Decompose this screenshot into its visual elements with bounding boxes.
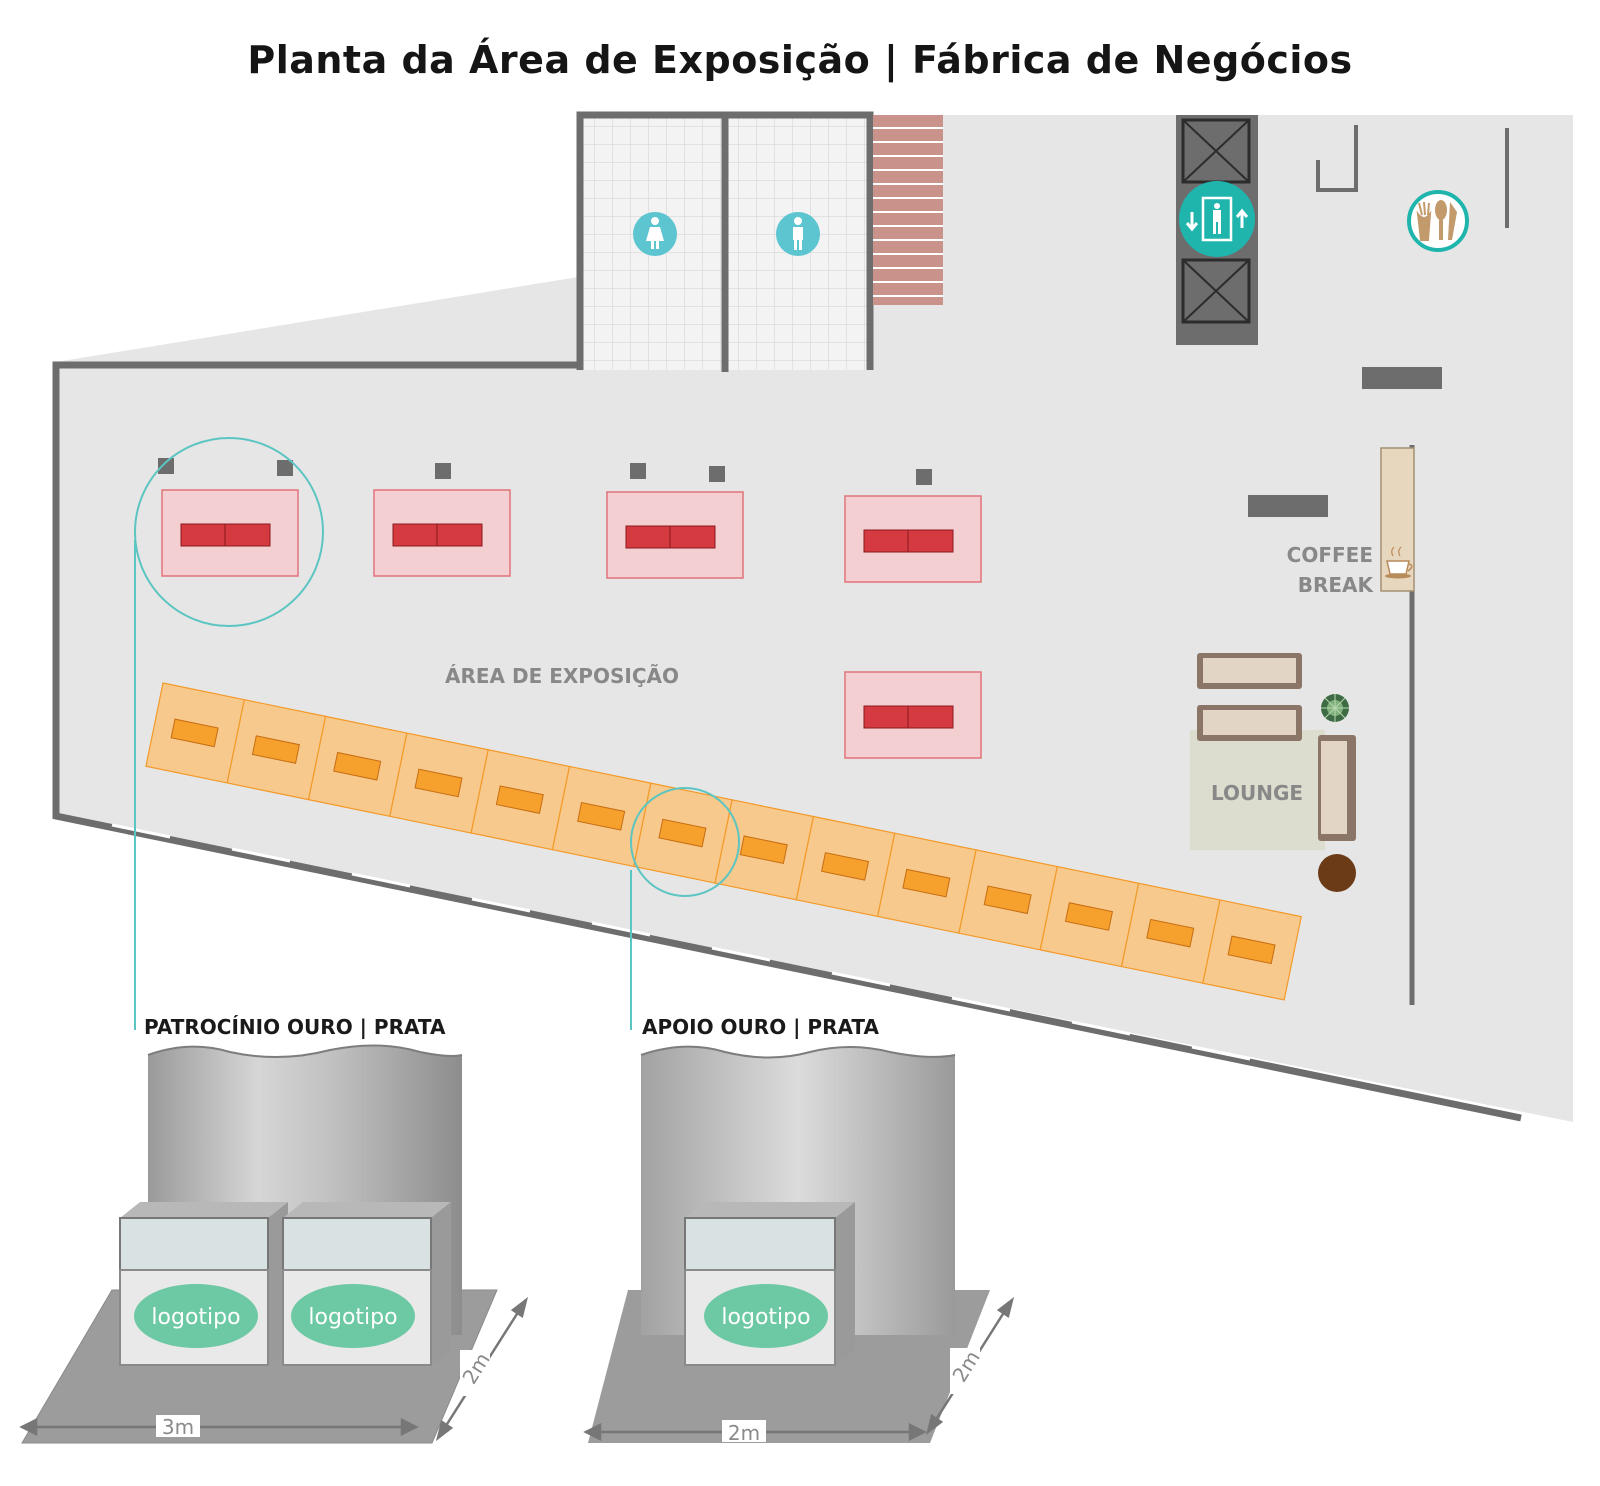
outer-walls xyxy=(52,361,1522,1122)
display-counter: logotipo xyxy=(684,1202,855,1366)
coffee-break-label-line1: COFFEE xyxy=(1287,543,1373,567)
display-counter: logotipo xyxy=(282,1202,451,1366)
sponsor-booths xyxy=(161,489,982,759)
female-restroom-icon xyxy=(633,212,677,256)
wall-block xyxy=(1362,367,1442,389)
sponsor-booth[interactable] xyxy=(844,671,982,759)
restrooms xyxy=(576,111,874,372)
support-booths xyxy=(145,682,1302,1001)
elevator-icon xyxy=(1179,181,1255,257)
support-booth-title: APOIO OURO | PRATA xyxy=(642,1015,879,1039)
windows xyxy=(111,823,1251,1061)
staircase xyxy=(873,115,943,305)
booth-callouts xyxy=(134,437,740,1030)
sponsor-width-label: 3m xyxy=(162,1415,194,1439)
page-title: Planta da Área de Exposição | Fábrica de… xyxy=(247,38,1353,82)
display-counter: logotipo xyxy=(119,1202,288,1366)
male-restroom-icon xyxy=(776,212,820,256)
sponsor-booth[interactable] xyxy=(844,495,982,583)
sofa xyxy=(1197,705,1302,741)
sofa xyxy=(1197,653,1302,689)
exhibition-area-label: ÁREA DE EXPOSIÇÃO xyxy=(445,664,679,688)
sponsor-booth-title: PATROCÍNIO OURO | PRATA xyxy=(144,1015,446,1039)
plant-icon xyxy=(1321,694,1349,722)
logo-placeholder: logotipo xyxy=(308,1305,397,1330)
support-width-label: 2m xyxy=(728,1421,760,1445)
sponsor-booth-3d: logotipo logotipo xyxy=(21,1044,498,1444)
sponsor-booth[interactable] xyxy=(606,491,744,579)
wall-block xyxy=(1248,495,1328,517)
coffee-break-label-line2: BREAK xyxy=(1298,573,1375,597)
logo-placeholder: logotipo xyxy=(151,1305,240,1330)
sponsor-booth[interactable] xyxy=(373,489,511,577)
wall-fragments xyxy=(1316,125,1509,228)
columns xyxy=(158,458,932,485)
logo-placeholder: logotipo xyxy=(721,1305,810,1330)
sponsor-booth[interactable] xyxy=(161,489,299,577)
lounge-label: LOUNGE xyxy=(1211,781,1303,805)
restaurant-icon xyxy=(1407,190,1469,252)
round-table xyxy=(1318,854,1356,892)
support-booth-3d: logotipo xyxy=(588,1045,990,1443)
coffee-cup-icon xyxy=(1385,546,1413,579)
sofa xyxy=(1318,735,1356,841)
lounge-area xyxy=(1190,653,1356,892)
